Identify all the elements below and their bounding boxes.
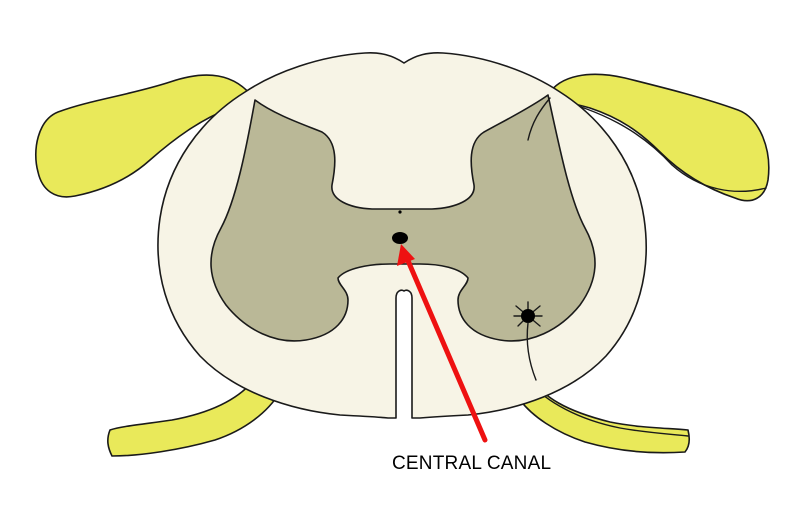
upper-right-nerve-root [547,73,770,202]
motor-neuron [513,301,543,381]
upper-left-nerve-root [35,74,256,198]
central-canal [392,232,408,244]
upper-right-root-inner-line [549,97,767,193]
dorsal-median-dot [398,210,402,214]
dorsal-root-fibers [527,97,551,141]
motor-neuron-axon [526,322,537,381]
pointer-arrowhead [397,244,415,266]
grey-matter [210,94,596,342]
central-canal-label: CENTRAL CANAL [392,453,552,474]
lower-right-root-inner-line [527,379,689,437]
pointer-arrow-shaft [403,253,488,443]
